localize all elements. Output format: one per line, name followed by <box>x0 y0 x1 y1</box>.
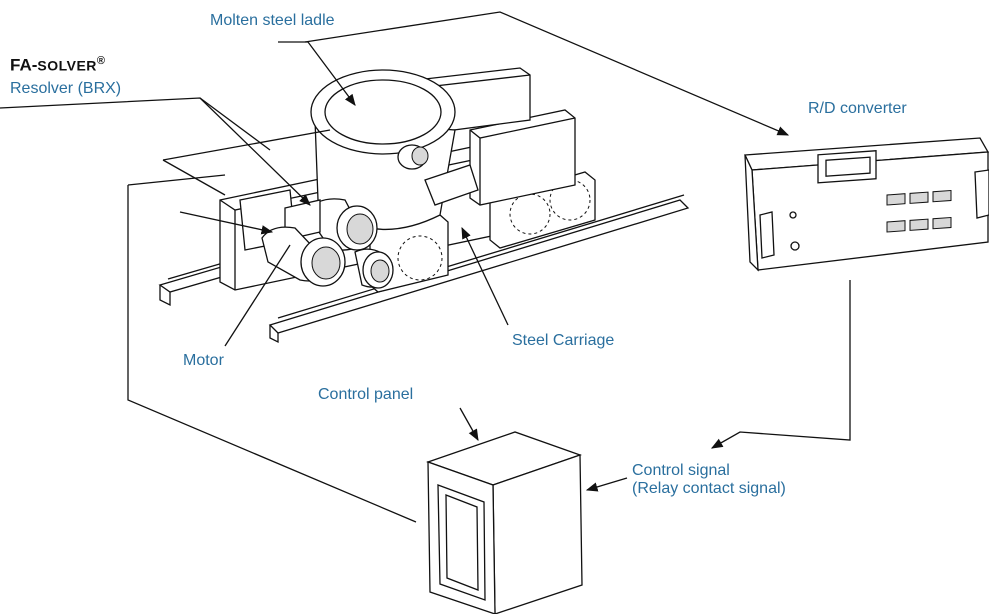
cable-line <box>127 174 226 186</box>
registered-mark: ® <box>96 55 106 67</box>
brx-leader <box>179 211 274 235</box>
cable-line <box>162 159 226 196</box>
cable-line <box>127 185 417 523</box>
fa-solver-brand: FA-SOLVER® <box>10 55 105 75</box>
resolver-leader <box>0 97 311 206</box>
rd-converter-label: R/D converter <box>808 100 907 117</box>
control-panel-icon <box>426 431 583 614</box>
steel-carriage-leader <box>461 226 509 326</box>
brand-fa: FA- <box>10 55 38 75</box>
molten-steel-ladle-label: Molten steel ladle <box>210 12 335 29</box>
ladle-icon <box>310 69 479 231</box>
cable-line <box>162 129 331 161</box>
rd-converter-icon <box>744 137 989 272</box>
resolver-label: Resolver (BRX) <box>10 80 122 97</box>
brand-solver: SOLVER <box>37 57 97 74</box>
steel-carriage-label: Steel Carriage <box>512 332 615 349</box>
resolver-leader <box>199 97 271 151</box>
motor-icon <box>261 226 394 289</box>
control-signal-label: Control signal (Relay contact signal) <box>632 462 786 498</box>
control-signal-line1: Control signal <box>632 462 730 479</box>
control-signal-line <box>710 280 851 449</box>
motor-leader <box>224 244 291 347</box>
control-panel-leader <box>459 407 479 442</box>
control-panel-label: Control panel <box>318 386 414 403</box>
signal-line-to-converter <box>304 11 790 136</box>
control-signal-leader <box>585 477 628 492</box>
control-signal-line2: (Relay contact signal) <box>632 480 786 497</box>
motor-label: Motor <box>183 352 224 369</box>
